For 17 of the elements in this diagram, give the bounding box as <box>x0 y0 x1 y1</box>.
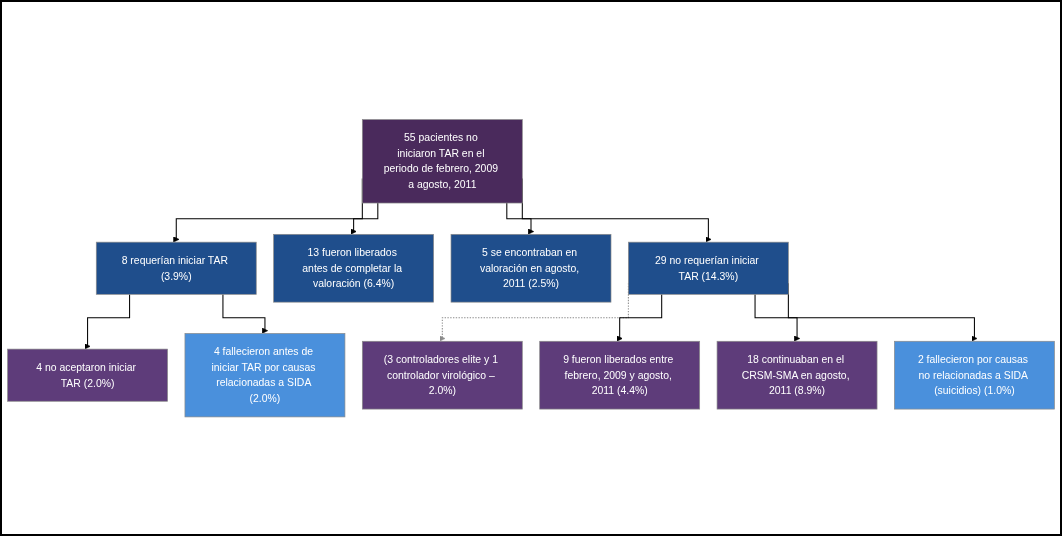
node-box <box>95 241 257 295</box>
arrow <box>222 293 268 334</box>
arrow <box>350 202 379 235</box>
arrow <box>754 293 801 342</box>
node-box <box>361 340 523 410</box>
arrow <box>506 202 535 235</box>
node-box <box>361 118 523 204</box>
arrow <box>84 293 131 350</box>
node-box <box>7 348 168 402</box>
node-box <box>716 340 878 410</box>
node-box <box>628 241 789 295</box>
node-box <box>273 233 434 303</box>
node-box <box>184 332 346 418</box>
arrow <box>616 293 663 342</box>
node-box <box>450 233 612 303</box>
node-box <box>894 340 1055 410</box>
node-box <box>539 340 701 410</box>
